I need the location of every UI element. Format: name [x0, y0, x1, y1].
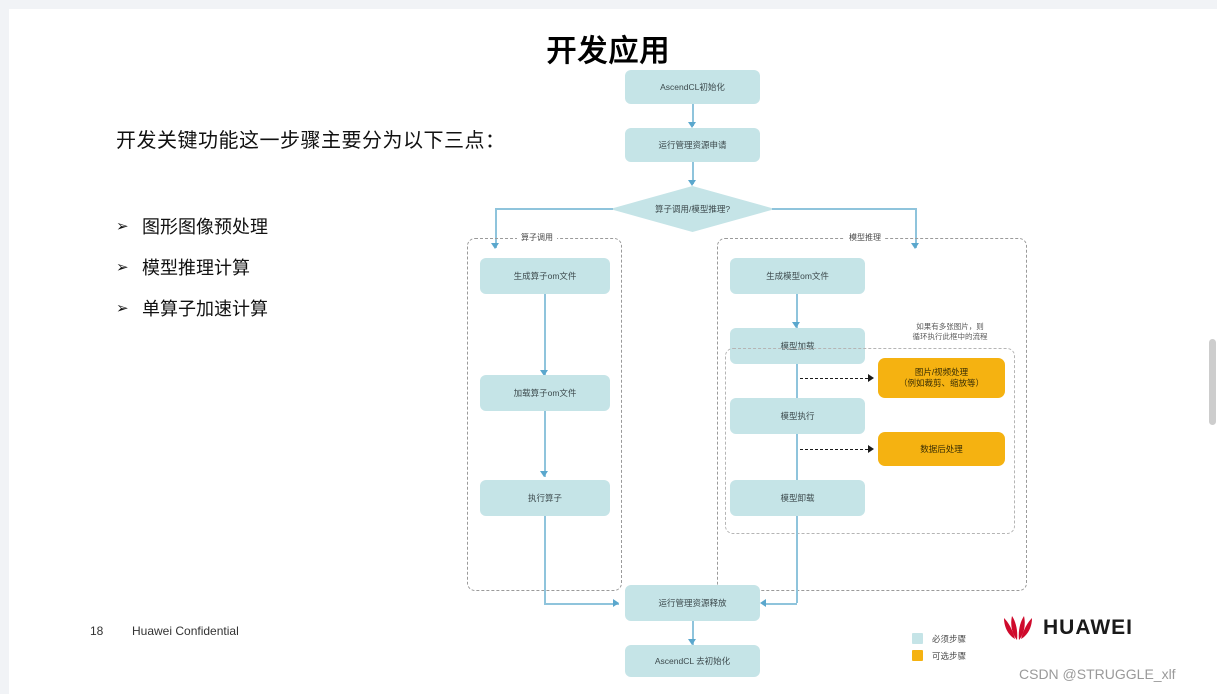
flow-node-model-generate: 生成模型om文件 [730, 258, 865, 294]
connector-right-merge-left [765, 603, 797, 605]
connector-decision-right [772, 208, 917, 210]
flow-node-resource-release: 运行管理资源释放 [625, 585, 760, 621]
flow-node-image-preprocess-line1: 图片/视频处理 [914, 367, 969, 378]
arrow-bullet-icon: ➢ [116, 258, 129, 276]
legend-item-required: 必须步骤 [912, 630, 966, 647]
flow-node-image-preprocess-line2: （例如裁剪、缩放等） [898, 378, 984, 388]
flowchart: AscendCL初始化 运行管理资源申请 算子调用/模型推理? 算子调用 生成算… [455, 60, 1055, 677]
slide-left-rail [0, 0, 9, 694]
list-item: ➢ 模型推理计算 [116, 246, 268, 287]
vertical-scrollbar-thumb[interactable] [1209, 339, 1216, 425]
bullet-list: ➢ 图形图像预处理 ➢ 模型推理计算 ➢ 单算子加速计算 [116, 205, 268, 328]
arrow-down-icon [792, 322, 800, 328]
flow-node-model-load: 模型加载 [730, 328, 865, 364]
flow-node-model-unload: 模型卸载 [730, 480, 865, 516]
arrow-down-icon [911, 243, 919, 249]
connector-op-execute-down [544, 516, 546, 591]
flow-node-op-execute: 执行算子 [480, 480, 610, 516]
flow-node-data-postprocess: 数据后处理 [878, 432, 1005, 466]
arrow-down-icon [540, 370, 548, 376]
arrow-down-icon [688, 180, 696, 186]
arrow-bullet-icon: ➢ [116, 217, 129, 235]
flow-note-line-2: 循环执行此框中的流程 [912, 332, 988, 342]
legend-label-required: 必须步骤 [932, 633, 967, 644]
slide-top-strip [0, 0, 1217, 9]
connector-decision-right-down [915, 208, 917, 248]
flow-node-ascendcl-deinit: AscendCL 去初始化 [625, 645, 760, 677]
connector-op-load-to-execute [544, 411, 546, 477]
connector-left-merge-down [544, 591, 546, 603]
page-title: 开发应用 [546, 35, 671, 68]
list-item-label: 单算子加速计算 [142, 298, 268, 319]
connector-op-generate-to-load [544, 294, 546, 376]
flow-node-op-load: 加载算子om文件 [480, 375, 610, 411]
huawei-flower-icon [1004, 616, 1032, 640]
connector-model-execute-to-unload [796, 434, 798, 494]
connector-dashed-to-preprocess [800, 378, 868, 379]
legend-swatch-optional [912, 650, 923, 661]
list-item-label: 图形图像预处理 [142, 216, 268, 237]
connector-init-to-resource [692, 104, 694, 126]
list-item: ➢ 图形图像预处理 [116, 205, 268, 246]
connector-release-to-deinit [692, 621, 694, 645]
connector-model-load-to-execute [796, 364, 798, 414]
arrow-down-icon [540, 471, 548, 477]
huawei-logo: HUAWEI [1001, 615, 1133, 641]
arrow-right-icon [613, 599, 619, 607]
connector-model-generate-to-load [796, 294, 798, 328]
connector-left-merge-right [544, 603, 619, 605]
watermark-text: CSDN @STRUGGLE_xlf [1019, 666, 1176, 682]
arrow-down-icon [688, 639, 696, 645]
vertical-scrollbar-track[interactable] [1208, 9, 1217, 694]
flow-note-line-1: 如果有多张图片，则 [916, 322, 984, 331]
arrow-right-icon [868, 445, 874, 453]
arrow-left-icon [760, 599, 766, 607]
flow-node-model-execute: 模型执行 [730, 398, 865, 434]
flow-node-decision: 算子调用/模型推理? [610, 186, 775, 232]
huawei-wordmark: HUAWEI [1043, 616, 1133, 639]
confidentiality-notice: Huawei Confidential [132, 624, 239, 638]
flow-node-ascendcl-init: AscendCL初始化 [625, 70, 760, 104]
flow-node-resource-apply: 运行管理资源申请 [625, 128, 760, 162]
list-item: ➢ 单算子加速计算 [116, 287, 268, 328]
arrow-down-icon [491, 243, 499, 249]
connector-resource-to-decision [692, 162, 694, 184]
flow-group-label-model-inference: 模型推理 [845, 232, 885, 243]
connector-decision-left [495, 208, 613, 210]
page-number: 18 [90, 624, 104, 638]
arrow-bullet-icon: ➢ [116, 299, 129, 317]
flow-note-loop: 如果有多张图片，则 循环执行此框中的流程 [880, 322, 1020, 342]
flow-node-image-preprocess: 图片/视频处理 （例如裁剪、缩放等） [878, 358, 1005, 398]
arrow-down-icon [688, 122, 696, 128]
legend-swatch-required [912, 633, 923, 644]
connector-model-unload-down [796, 516, 798, 591]
flow-group-loop-box [725, 348, 1015, 534]
arrow-right-icon [868, 374, 874, 382]
lead-paragraph: 开发关键功能这一步骤主要分为以下三点： [116, 130, 506, 152]
legend-label-optional: 可选步骤 [932, 650, 967, 661]
flow-node-op-generate: 生成算子om文件 [480, 258, 610, 294]
legend-item-optional: 可选步骤 [912, 647, 966, 664]
connector-dashed-to-postprocess [800, 449, 868, 450]
legend: 必须步骤 可选步骤 [912, 630, 966, 664]
list-item-label: 模型推理计算 [142, 257, 250, 278]
connector-decision-left-down [495, 208, 497, 248]
flow-group-label-operator-call: 算子调用 [517, 232, 557, 243]
connector-right-merge-down [796, 591, 798, 603]
